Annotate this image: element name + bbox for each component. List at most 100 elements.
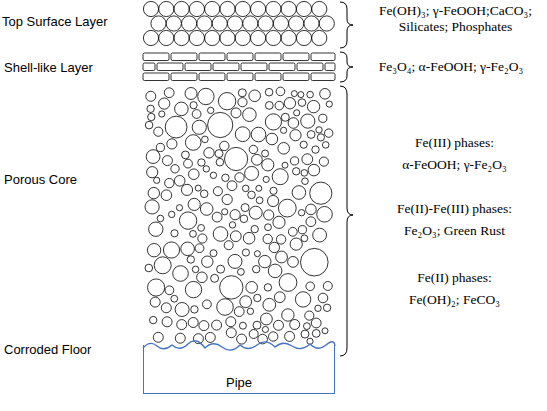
pore-circle	[238, 269, 245, 276]
phase-heading: Fe(III) phases:	[362, 135, 547, 151]
shell-brick	[255, 53, 281, 61]
pore-circle	[202, 136, 209, 143]
pore-circle	[192, 110, 201, 119]
pore-circle	[161, 303, 171, 313]
pore-circle	[151, 16, 166, 31]
pore-circle	[288, 227, 297, 236]
pore-circle	[265, 102, 273, 110]
pore-circle	[229, 222, 235, 228]
pore-circle	[225, 147, 248, 170]
pore-circle	[251, 127, 266, 142]
pore-circle	[285, 331, 295, 341]
pore-circle	[254, 251, 260, 257]
pore-circle	[293, 168, 300, 175]
pore-circle	[208, 107, 214, 113]
pore-circle	[235, 127, 250, 142]
pore-circle	[263, 234, 272, 243]
pore-circle	[231, 108, 241, 118]
pore-circle	[256, 197, 263, 204]
pore-circle	[264, 284, 271, 291]
pore-circle	[238, 89, 246, 97]
pore-circle	[226, 317, 236, 327]
pore-circle	[306, 282, 315, 291]
pore-circle	[322, 142, 329, 149]
pore-circle	[224, 241, 233, 250]
pore-circle	[213, 187, 222, 196]
shell-brick	[227, 73, 253, 81]
layer-name: Shell-like Layer	[4, 60, 93, 76]
bracket	[340, 2, 353, 48]
pore-circle	[307, 100, 319, 112]
pore-circle	[189, 30, 204, 45]
pore-circle	[289, 16, 304, 31]
pore-circle	[217, 299, 234, 316]
pore-circle	[162, 156, 172, 166]
pore-circle	[182, 151, 190, 159]
pore-circle	[281, 127, 287, 133]
pore-circle	[266, 133, 278, 145]
pore-circle	[165, 178, 174, 187]
shell-brick	[143, 53, 169, 61]
shell-brick	[213, 63, 239, 71]
pore-circle	[165, 116, 187, 138]
layer-name: Top Surface Layer	[2, 14, 108, 30]
pore-circle	[212, 16, 227, 31]
shell-brick	[311, 53, 335, 61]
pore-circle	[317, 207, 333, 223]
pore-circle	[190, 102, 197, 109]
pore-circle	[220, 141, 229, 150]
pore-circle	[148, 279, 165, 296]
pore-circle	[301, 235, 308, 242]
pore-circle	[197, 16, 212, 31]
pore-circle	[154, 177, 160, 183]
pore-circle	[270, 187, 277, 194]
pore-circle	[220, 1, 235, 16]
shell-brick	[269, 63, 295, 71]
pore-circle	[164, 88, 174, 98]
pore-circle	[262, 159, 274, 171]
pore-circle	[171, 295, 178, 302]
pore-circle	[312, 146, 319, 153]
pore-circle	[166, 16, 181, 31]
pore-circle	[185, 88, 197, 100]
pore-circle	[159, 30, 174, 45]
pore-circle	[147, 167, 158, 178]
pore-circle	[268, 195, 279, 206]
pore-circle	[262, 150, 269, 157]
pore-circle	[311, 318, 321, 328]
shell-brick	[227, 53, 253, 61]
pore-circle	[202, 256, 213, 267]
composition-text: Fe₂O₃; Green Rust	[362, 223, 547, 239]
pore-circle	[222, 194, 232, 204]
pore-circle	[156, 143, 164, 151]
pore-circle	[322, 328, 328, 334]
pore-circle	[147, 244, 160, 257]
pore-circle	[276, 87, 285, 96]
pore-circle	[298, 226, 306, 234]
pore-circle	[281, 113, 289, 121]
pore-circle	[246, 282, 258, 294]
pipe-label: Pipe	[144, 375, 334, 391]
pore-circle	[258, 16, 273, 31]
brackets	[340, 2, 353, 356]
pore-circle	[320, 89, 331, 100]
pore-circle	[218, 93, 235, 110]
pore-circle	[208, 112, 233, 137]
pore-circle	[188, 318, 198, 328]
pore-circle	[249, 206, 262, 219]
pore-circle	[143, 30, 158, 45]
pore-circle	[276, 251, 288, 263]
shell-brick	[325, 63, 335, 71]
pore-circle	[269, 242, 279, 252]
pore-circle	[153, 332, 163, 342]
pore-circle	[291, 91, 297, 97]
pore-circle	[175, 333, 185, 343]
pore-circle	[237, 334, 247, 344]
pore-circle	[174, 176, 185, 187]
layer-name: Corroded Floor	[4, 342, 91, 358]
pore-circle	[241, 204, 249, 212]
bracket	[340, 86, 353, 356]
pore-circle	[205, 332, 215, 342]
pore-circle	[159, 111, 165, 117]
pore-circle	[248, 191, 256, 199]
